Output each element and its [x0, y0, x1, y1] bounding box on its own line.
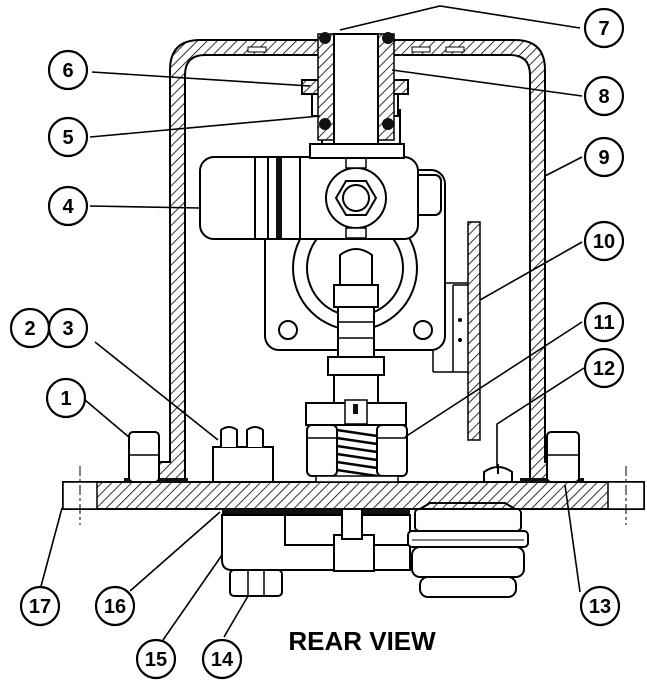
callout-8: 8 — [583, 75, 625, 117]
callout-3: 3 — [47, 307, 89, 349]
mounting-blocks — [128, 431, 580, 483]
callout-6-label: 6 — [62, 60, 73, 82]
callout-15-label: 15 — [145, 649, 167, 671]
callout-6: 6 — [47, 49, 89, 91]
callout-10-label: 10 — [593, 231, 615, 253]
view-title: REAR VIEW — [288, 626, 436, 656]
callout-2: 2 — [9, 307, 51, 349]
callout-8-label: 8 — [598, 86, 609, 108]
callout-1-label: 1 — [60, 388, 71, 410]
callout-5: 5 — [47, 116, 89, 158]
cable-gland — [407, 502, 529, 598]
callout-16: 16 — [94, 585, 136, 627]
callout-11: 11 — [583, 301, 625, 343]
base-plate — [62, 466, 645, 525]
callout-9-label: 9 — [598, 147, 609, 169]
inlet-fitting — [301, 32, 409, 159]
callout-2-label: 2 — [24, 318, 35, 340]
callout-14: 14 — [201, 638, 243, 680]
callout-13-label: 13 — [589, 596, 611, 618]
callout-7-label: 7 — [598, 18, 609, 40]
callout-12-label: 12 — [593, 358, 615, 380]
valve-body — [199, 156, 419, 240]
callout-16-label: 16 — [104, 596, 126, 618]
callout-17: 17 — [19, 585, 61, 627]
callout-17-label: 17 — [29, 596, 51, 618]
screw — [483, 464, 513, 483]
callout-14-label: 14 — [211, 649, 234, 671]
callout-12: 12 — [583, 347, 625, 389]
terminal-block — [212, 426, 274, 483]
callout-3-label: 3 — [62, 318, 73, 340]
callout-11-label: 11 — [593, 312, 614, 334]
callout-9: 9 — [583, 136, 625, 178]
scale-strip — [452, 221, 481, 441]
callout-5-label: 5 — [62, 127, 73, 149]
callout-10: 10 — [583, 220, 625, 262]
callout-4: 4 — [47, 185, 89, 227]
callout-15: 15 — [135, 638, 177, 680]
spring-and-nuts — [306, 424, 408, 483]
leader-lines — [39, 5, 585, 641]
callout-13: 13 — [579, 585, 621, 627]
callout-4-label: 4 — [62, 196, 74, 218]
bottom-housing — [221, 508, 411, 597]
gasket — [222, 509, 410, 515]
callout-1: 1 — [45, 377, 87, 419]
actuator-plunger — [305, 248, 407, 426]
callout-7: 7 — [583, 7, 625, 49]
